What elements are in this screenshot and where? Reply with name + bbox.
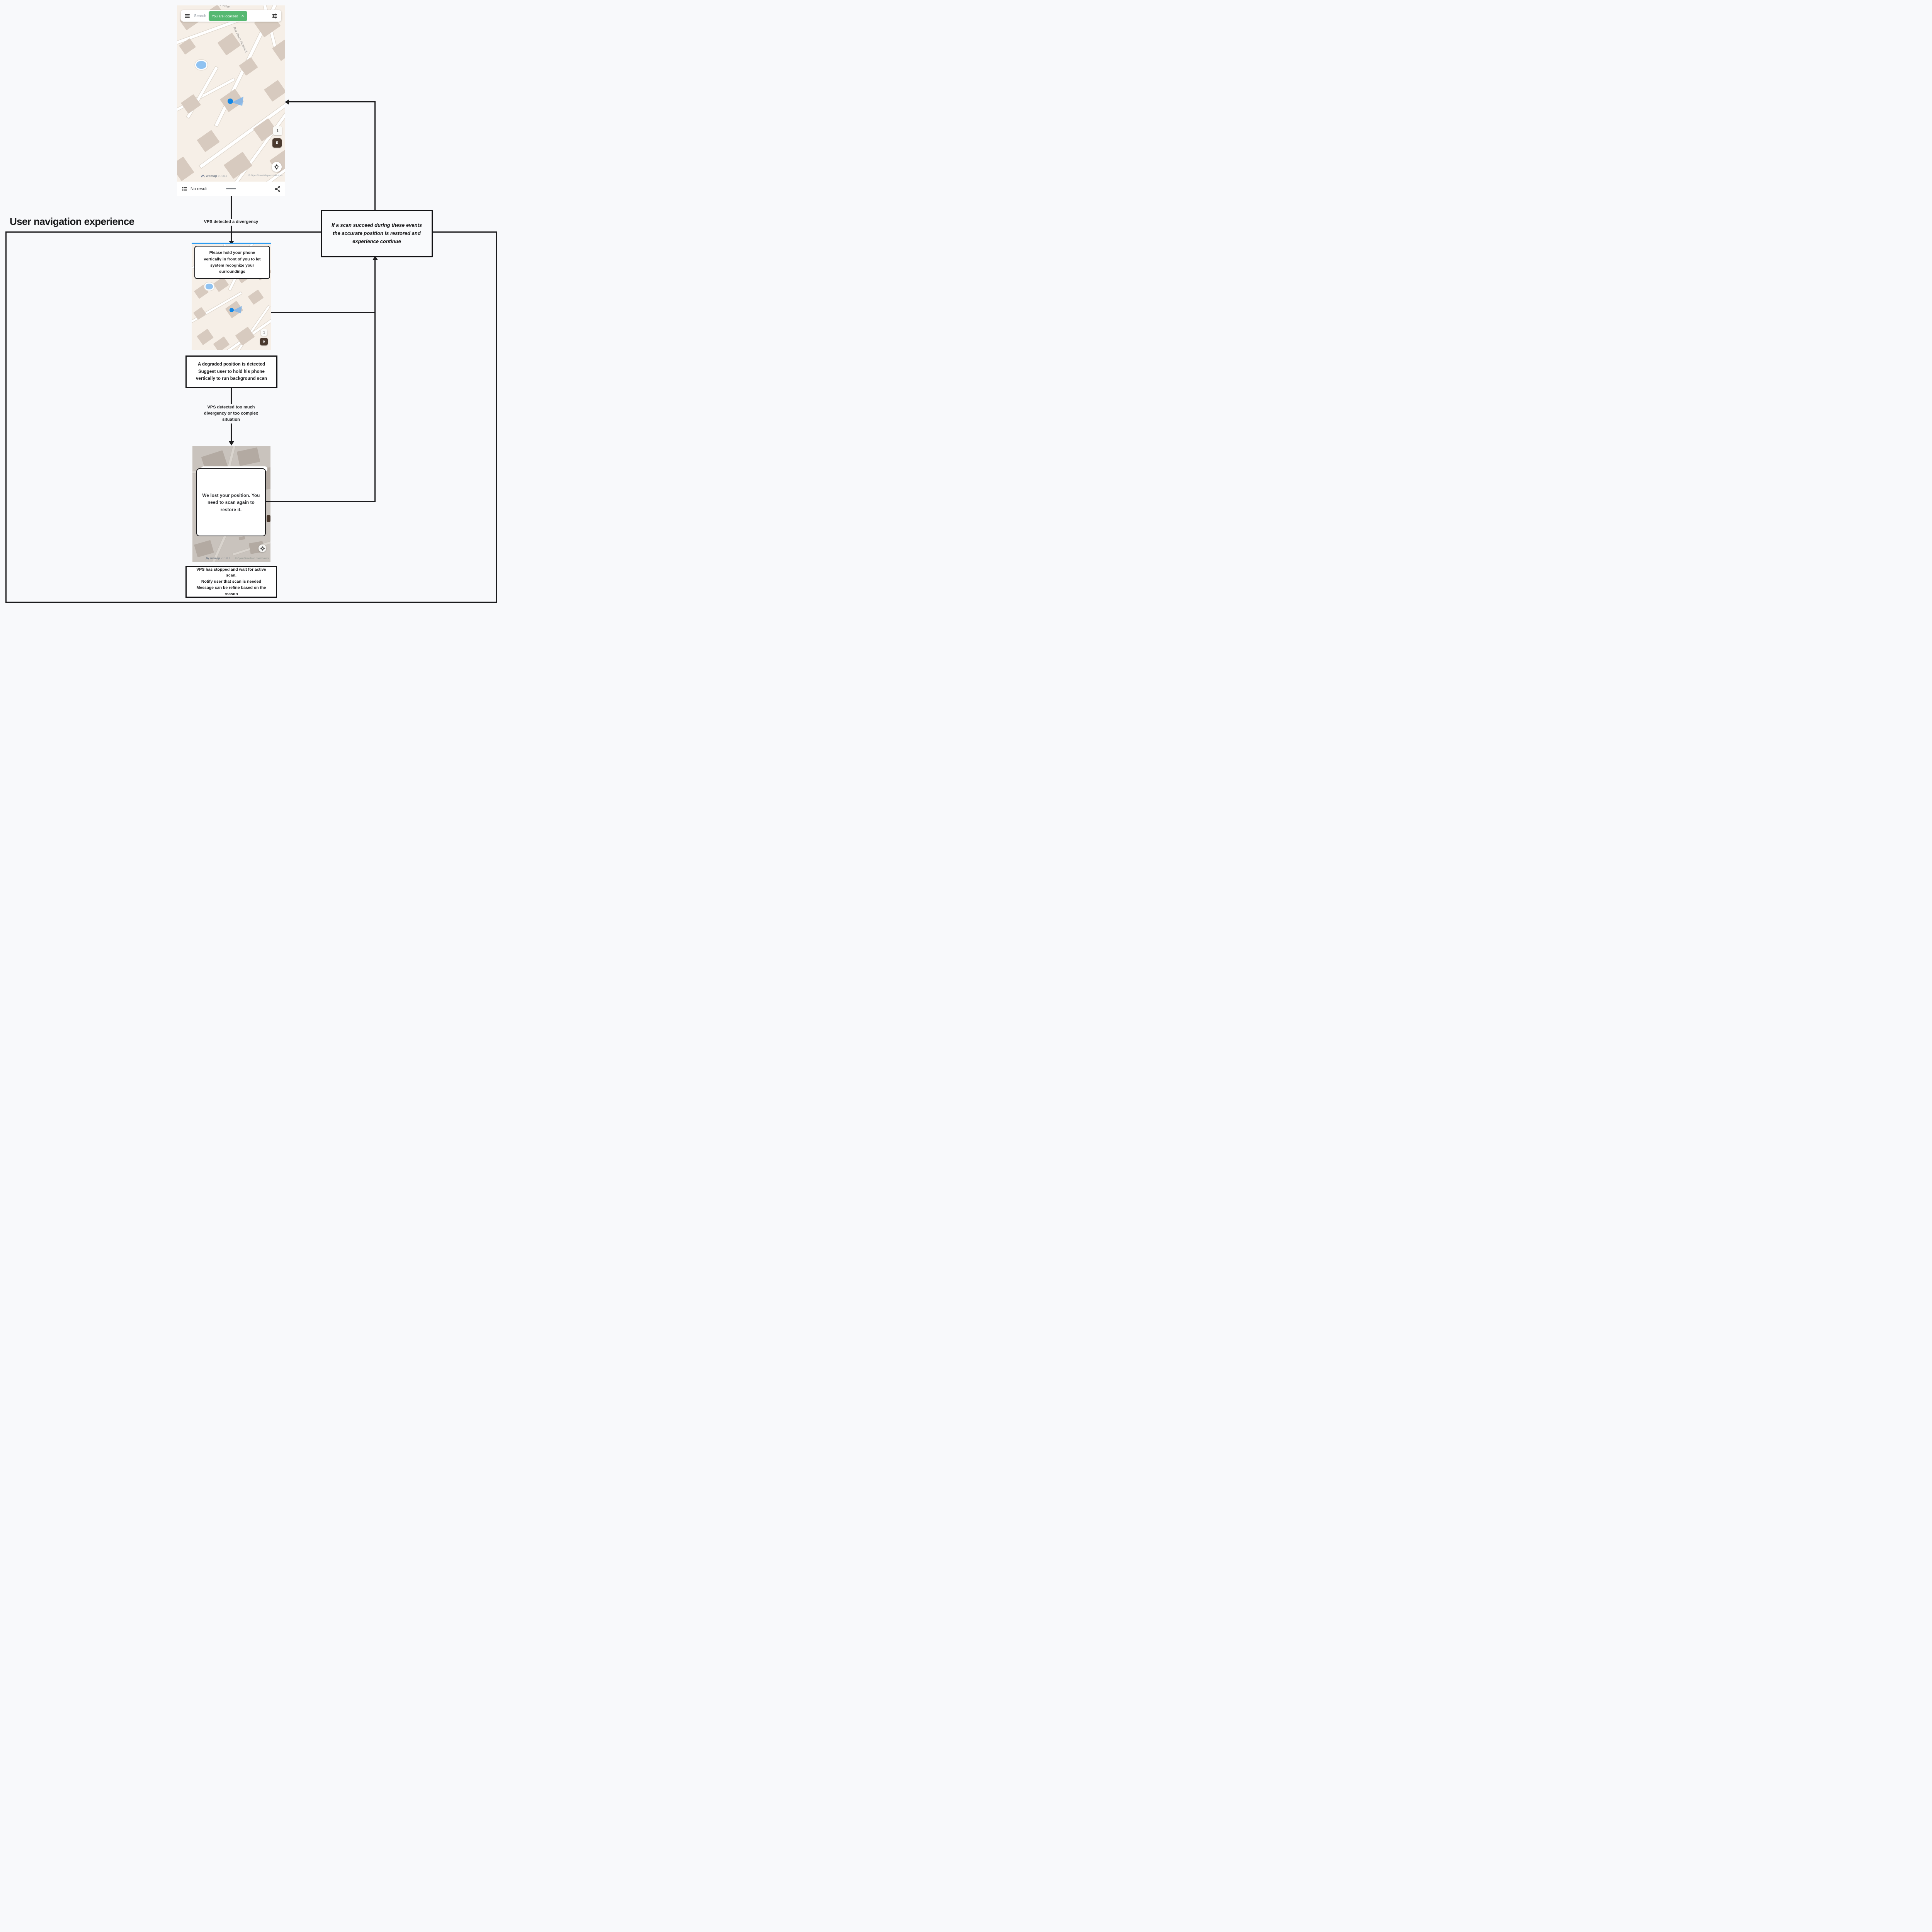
wemap-brand: wemap	[210, 556, 220, 560]
phone-screenshot-lost: wemap v1.102.2 © OpenStreetMap contribut…	[192, 446, 270, 562]
building	[264, 80, 285, 102]
building	[177, 156, 194, 181]
list-icon[interactable]	[182, 187, 187, 191]
localized-status-badge[interactable]: You are localized ✕	[209, 11, 247, 21]
building	[194, 540, 214, 558]
wemap-logo-icon	[206, 557, 209, 560]
drag-handle[interactable]	[226, 188, 236, 189]
hold-phone-message: Please hold your phone vertically in fro…	[194, 246, 270, 279]
results-bar[interactable]: No result	[177, 182, 285, 196]
floor-button-1[interactable]: 1	[261, 329, 267, 336]
page-title: User navigation experience	[10, 216, 134, 227]
scan-progress-strip	[192, 243, 271, 244]
connector-line	[271, 312, 376, 313]
pond	[196, 61, 206, 69]
osm-attribution[interactable]: © OpenStreetMap contributors	[235, 557, 269, 560]
wemap-version: v1.102.2	[221, 558, 230, 560]
map-view[interactable]: wemap v1.102.2 © OpenStreetMap contribut…	[192, 446, 270, 562]
wemap-version: v1.102.2	[218, 175, 227, 178]
phone-screenshot-degraded: 1 0 Please hold your phone vertically in…	[192, 243, 271, 350]
building	[213, 277, 229, 292]
no-result-label: No result	[190, 187, 208, 191]
menu-icon[interactable]	[185, 14, 190, 18]
map-attribution: wemap v1.102.2	[206, 556, 230, 560]
search-bar[interactable]: Search You are localized ✕	[181, 10, 281, 22]
lost-position-message: We lost your position. You need to scan …	[202, 493, 260, 512]
scan-success-note: If a scan succeed during these events th…	[321, 210, 433, 257]
connector-line	[374, 259, 376, 502]
map-view[interactable]: Avenue Rue Albert Jacquard 1 0 wemap v1.…	[177, 5, 285, 182]
building	[213, 336, 230, 350]
wemap-logo-icon	[201, 174, 205, 177]
building	[236, 447, 260, 466]
floor-button-0[interactable]: 0	[260, 338, 268, 345]
user-navigation-container	[5, 231, 497, 603]
osm-attribution[interactable]: © OpenStreetMap contributors	[248, 174, 282, 177]
floor-button-1[interactable]: 1	[273, 126, 282, 135]
floor-button-0-peek[interactable]	[267, 515, 270, 522]
building	[238, 536, 245, 541]
connector-line	[266, 501, 376, 502]
geolocate-button[interactable]	[272, 162, 282, 172]
locate-icon	[274, 164, 279, 170]
wemap-brand: wemap	[206, 174, 217, 178]
close-icon[interactable]: ✕	[241, 14, 244, 18]
building	[193, 307, 206, 320]
lost-position-modal: We lost your position. You need to scan …	[196, 468, 266, 536]
connector-line	[374, 101, 376, 210]
degraded-position-note: A degraded position is detected Suggest …	[185, 355, 277, 388]
building	[197, 328, 214, 345]
building	[248, 289, 264, 305]
pond	[206, 284, 213, 289]
flow-label-too-much: VPS detected too much divergency or too …	[181, 404, 281, 423]
building	[197, 130, 220, 152]
user-location-dot	[228, 99, 233, 104]
connector-line	[287, 101, 376, 102]
localized-status-text: You are localized	[212, 14, 238, 18]
flow-label-divergency: VPS detected a divergency	[173, 219, 289, 226]
map-attribution: wemap v1.102.2	[201, 174, 227, 178]
locate-icon	[260, 546, 265, 551]
floor-button-0[interactable]: 0	[272, 138, 282, 148]
geolocate-button[interactable]	[259, 544, 266, 552]
search-input[interactable]: Search	[194, 14, 206, 18]
arrowhead-up	[372, 256, 378, 260]
phone-screenshot-localized: Avenue Rue Albert Jacquard 1 0 wemap v1.…	[177, 5, 285, 196]
arrowhead-left	[285, 99, 289, 105]
user-location-dot	[230, 308, 234, 312]
share-icon[interactable]	[275, 186, 280, 192]
arrowhead-down	[229, 441, 234, 446]
map-view[interactable]: 1 0	[192, 243, 271, 350]
street-label-avenue: Avenue	[220, 5, 231, 9]
vps-stopped-note: VPS has stopped and wait for active scan…	[185, 566, 277, 598]
diagram-canvas: User navigation experience	[0, 0, 502, 606]
filters-icon[interactable]	[272, 14, 277, 19]
